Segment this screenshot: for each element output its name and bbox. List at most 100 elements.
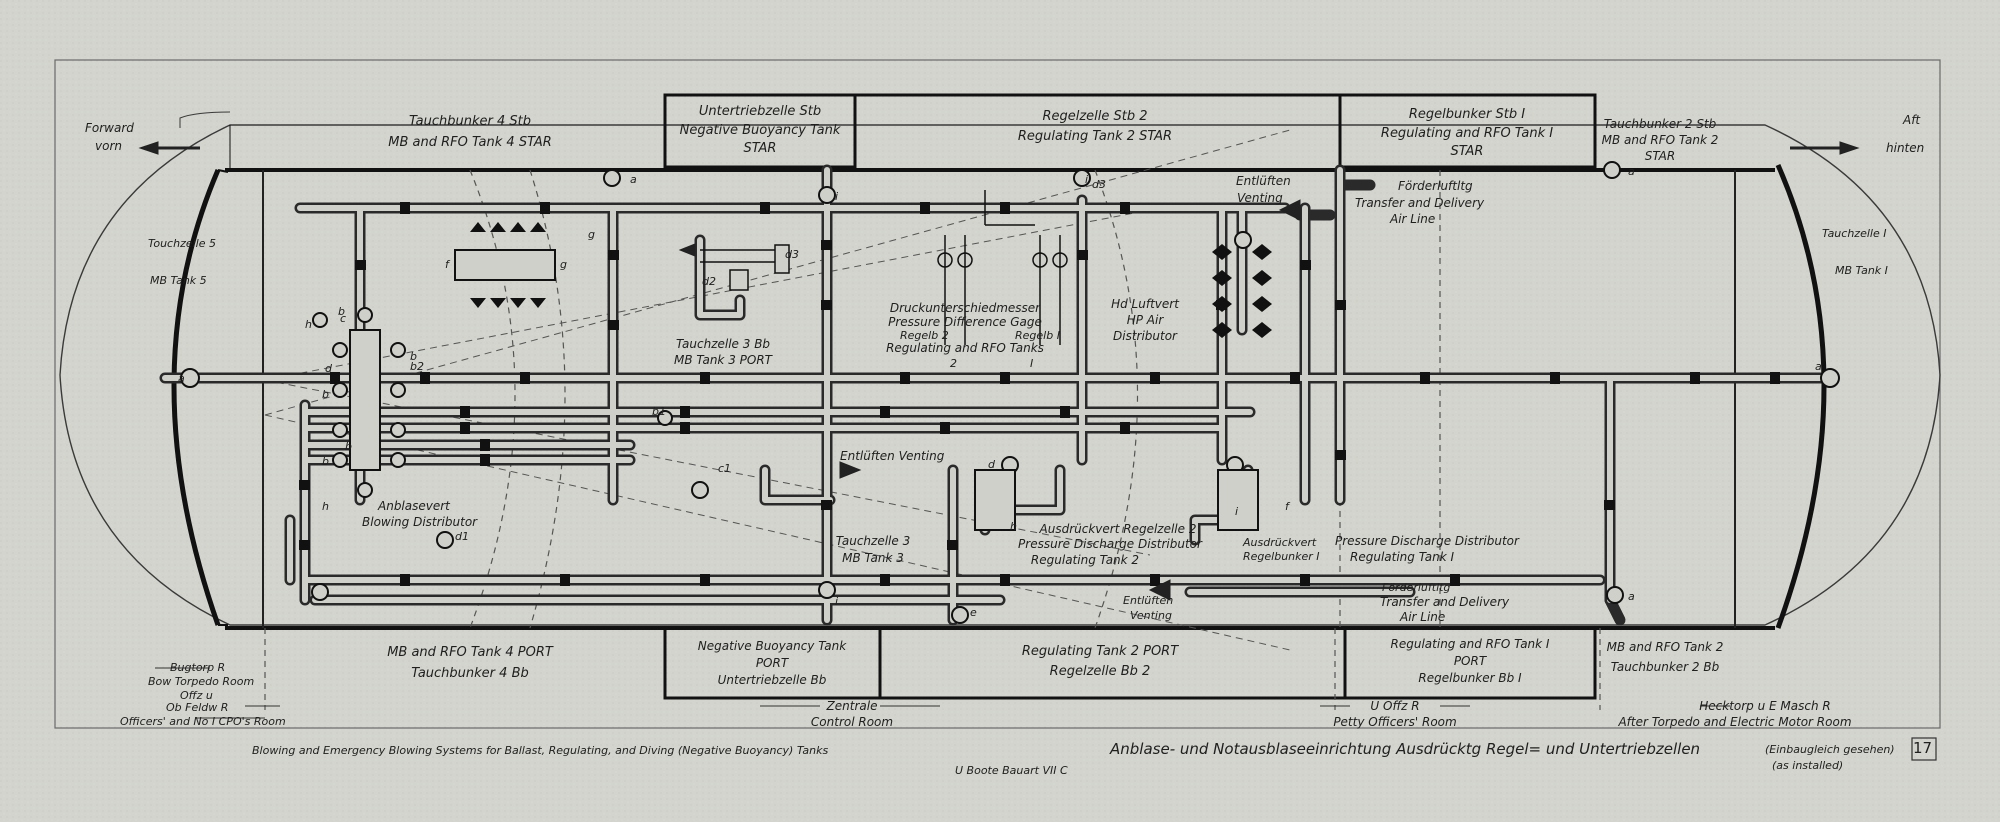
caption-english: Blowing and Emergency Blowing Systems fo… — [252, 744, 829, 757]
tz1-label: Tauchzelle I — [1822, 227, 1887, 240]
ausd1-de2-label: Regelbunker I — [1243, 550, 1320, 563]
offz-label: Offz u — [180, 689, 213, 702]
press1-label: Pressure Discharge Distributor — [1335, 534, 1519, 548]
tank2-stb-label: Tauchbunker 2 Stb — [1603, 117, 1717, 131]
valve-letter: a — [1628, 165, 1635, 178]
valve-letter: d2 — [702, 275, 716, 288]
forward-de-label: vorn — [95, 139, 122, 153]
valve-letter: b2 — [410, 360, 424, 373]
tank2-port-de-label: Tauchbunker 2 Bb — [1610, 660, 1720, 674]
entl-bot-label: Entlüften — [1123, 594, 1174, 607]
reg1-stb-label: Regelbunker Stb I — [1408, 107, 1526, 122]
entl-bot-en-label: Venting — [1130, 609, 1172, 622]
tank4-stb-label: Tauchbunker 4 Stb — [409, 114, 531, 129]
caption-english-note: (as installed) — [1772, 759, 1844, 772]
hd-en2-label: Distributor — [1112, 329, 1178, 343]
aft-de-label: hinten — [1886, 141, 1925, 155]
valve-letter: d — [988, 458, 995, 471]
valve-letter: b — [322, 388, 329, 401]
tank2-port-label: MB and RFO Tank 2 — [1606, 640, 1724, 654]
valve-letter: b — [410, 350, 417, 363]
valve-letter: i — [835, 190, 839, 203]
reg2-port-de-label: Regelzelle Bb 2 — [1049, 664, 1151, 679]
druck-en2-label: Regulating and RFO Tanks — [886, 341, 1044, 355]
tz1-en-label: MB Tank I — [1835, 264, 1888, 277]
neg-stb-en-label: Negative Buoyancy Tank — [679, 123, 841, 138]
ford-top-label: Förderluftltg — [1398, 179, 1473, 193]
ford-top-en-label: Transfer and Delivery — [1355, 196, 1485, 210]
ausd1-label: Ausdrückvert — [1243, 536, 1317, 549]
tz3bb-label: Tauchzelle 3 Bb — [675, 337, 771, 351]
neg-port-en2-label: PORT — [755, 656, 789, 670]
valve-letter: d1 — [455, 530, 469, 543]
tz5-en-label: MB Tank 5 — [150, 274, 207, 287]
heck-en-label: After Torpedo and Electric Motor Room — [1618, 715, 1852, 729]
druck-regel1-label: Regelb I — [1015, 329, 1060, 342]
boat-type: U Boote Bauart VII C — [955, 764, 1068, 777]
ob-en-label: Officers' and No I CPO's Room — [120, 715, 286, 728]
neg-stb-en2-label: STAR — [743, 141, 777, 156]
valve-letter: b1 — [652, 405, 666, 418]
reg1-stb-en-label: Regulating and RFO Tank I — [1380, 126, 1554, 141]
valve-letter: c — [340, 312, 347, 325]
valve-letter: h — [1010, 520, 1017, 533]
valve-letter: i — [1085, 173, 1089, 186]
zentrale-label: Zentrale — [826, 699, 878, 713]
reg1-port-label: Regulating and RFO Tank I — [1390, 637, 1550, 651]
valve-letter: d — [325, 362, 332, 375]
valve-letter: b — [322, 455, 329, 468]
forward-label: Forward — [85, 121, 134, 135]
reg2-stb-label: Regelzelle Stb 2 — [1042, 109, 1148, 124]
anbl-label: Anblasevert — [378, 499, 450, 513]
druck-1-label: I — [1030, 357, 1034, 370]
reg1-stb-en2-label: STAR — [1450, 144, 1484, 159]
heck-label: Hecktorp u E Masch R — [1699, 699, 1831, 713]
page-number: 17 — [1913, 739, 1933, 757]
neg-stb-label: Untertriebzelle Stb — [698, 104, 822, 119]
anbl-en-label: Blowing Distributor — [362, 515, 478, 529]
tz3-en-label: MB Tank 3 — [842, 551, 904, 565]
ausd2-label: Ausdrückvert Regelzelle 2 — [1039, 522, 1197, 536]
valve-letter: a — [1815, 360, 1822, 373]
ford-bot-label: Förderluftltg — [1382, 581, 1451, 594]
aft-label: Aft — [1903, 113, 1921, 127]
druck-2-label: 2 — [950, 357, 957, 370]
entl-top-en-label: Venting — [1237, 191, 1283, 205]
tank4-port-label: MB and RFO Tank 4 PORT — [387, 645, 553, 660]
entl-mid-label: Entlüften Venting — [840, 449, 945, 463]
tank2-stb-en-label: MB and RFO Tank 2 — [1601, 133, 1719, 147]
tank2-stb-en2-label: STAR — [1644, 149, 1676, 163]
reg1-port-en2-label: PORT — [1453, 654, 1487, 668]
bug-label: Bugtorp R — [170, 661, 226, 674]
caption-german-note: (Einbaugleich gesehen) — [1765, 743, 1895, 756]
entl-top-label: Entlüften — [1236, 174, 1291, 188]
ausd2-en2-label: Regulating Tank 2 — [1030, 553, 1140, 567]
bug-en-label: Bow Torpedo Room — [148, 675, 255, 688]
ausd2-en-label: Pressure Discharge Distributor — [1018, 537, 1202, 551]
druck-regel2-label: Regelb 2 — [900, 329, 949, 342]
valve-letter: i — [1235, 505, 1239, 518]
druck-label: Druckunterschiedmesser — [889, 301, 1041, 315]
tz3-label: Tauchzelle 3 — [835, 534, 911, 548]
tz3bb-en-label: MB Tank 3 PORT — [674, 353, 772, 367]
valve-letter: b — [338, 305, 345, 318]
zentrale-en-label: Control Room — [810, 715, 894, 729]
ob-label: Ob Feldw R — [166, 701, 229, 714]
valve-letter: f — [445, 258, 449, 271]
valve-letter: d3 — [1092, 178, 1106, 191]
valve-letter: h — [322, 500, 329, 513]
caption-german: Anblase- und Notausblaseeinrichtung Ausd… — [1110, 740, 1701, 758]
valve-letter: b — [345, 440, 352, 453]
tz5-label: Touchzelle 5 — [148, 237, 216, 250]
valve-letter: h — [305, 318, 312, 331]
valve-letter: e — [970, 606, 977, 619]
tank4-stb-en-label: MB and RFO Tank 4 STAR — [388, 135, 552, 150]
ford-bot-en-label: Transfer and Delivery — [1380, 595, 1510, 609]
ford-bot-en2-label: Air Line — [1400, 610, 1446, 624]
hd-label: Hd Luftvert — [1111, 297, 1179, 311]
valve-letter: a — [1628, 590, 1635, 603]
valve-letter: c1 — [718, 462, 732, 475]
hd-en-label: HP Air — [1126, 313, 1164, 327]
